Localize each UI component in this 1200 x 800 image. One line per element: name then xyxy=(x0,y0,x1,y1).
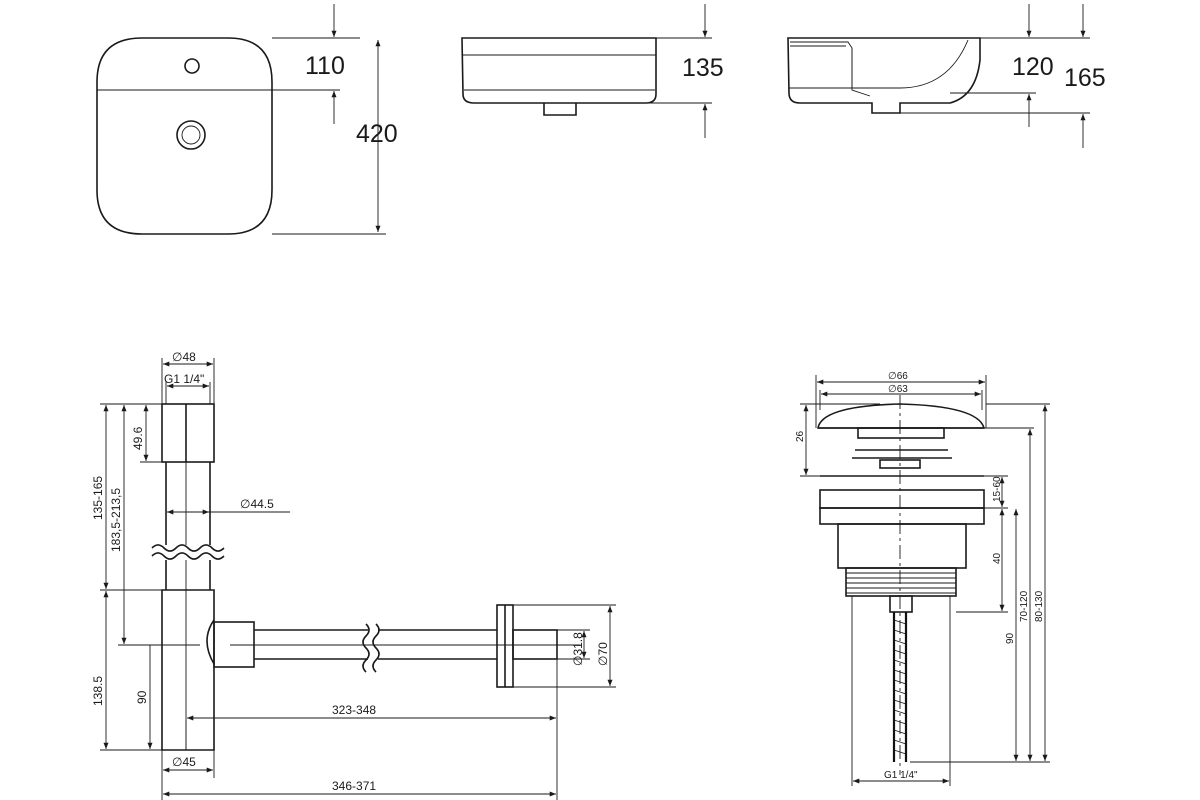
dim-183-213-label: 183,5-213,5 xyxy=(109,488,123,552)
dim-26-label: 26 xyxy=(795,430,806,442)
basin-front-view: 135 xyxy=(461,4,724,138)
dim-110-label: 110 xyxy=(305,52,345,80)
dim-120-label: 120 xyxy=(1012,53,1054,81)
dia-63-label: ∅63 xyxy=(888,384,908,395)
basin-side-view: 120 165 xyxy=(787,4,1106,148)
drain-hole-inner xyxy=(181,125,201,145)
dim-80-130-label: 80-130 xyxy=(1034,590,1045,622)
dim-70-120-label: 70-120 xyxy=(1019,590,1030,622)
dim-90-label: 90 xyxy=(135,690,149,704)
drain-hole-outer xyxy=(176,120,206,150)
basin-top-view: 110 420 xyxy=(96,4,398,235)
tap-hole xyxy=(184,58,200,74)
dim-49-6-label: 49.6 xyxy=(131,426,145,450)
dia-44-5-label: ∅44.5 xyxy=(240,497,274,511)
dia-66-label: ∅66 xyxy=(888,371,908,382)
dim-135-label: 135 xyxy=(682,54,724,82)
siphon-drawing: ∅48 G1 1/4" 49.6 135-165 183,5-213,5 ∅44… xyxy=(91,350,616,800)
dim-420-label: 420 xyxy=(356,120,398,148)
dia-45-label: ∅45 xyxy=(172,755,196,769)
dim-40-label: 40 xyxy=(992,552,1003,564)
dia-48-label: ∅48 xyxy=(172,350,196,364)
thread-lines xyxy=(846,572,956,594)
dim-15-60-label: 15-60 xyxy=(992,476,1003,502)
dia-70-label: ∅70 xyxy=(596,642,610,666)
dim-165-label: 165 xyxy=(1064,64,1106,92)
dim-90-drain-label: 90 xyxy=(1005,632,1016,644)
dim-138-5-label: 138.5 xyxy=(91,676,105,706)
dia-31-8-label: ∅31.8 xyxy=(571,632,585,666)
dim-135-165-label: 135-165 xyxy=(91,476,105,520)
dim-346-371-label: 346-371 xyxy=(332,779,376,793)
drain-drawing: ∅66 ∅63 26 15-60 40 90 70-120 80-130 G1 … xyxy=(795,371,1050,786)
siphon-thread-label: G1 1/4" xyxy=(164,372,204,386)
drain-thread-label: G1 1/4" xyxy=(884,770,918,781)
dim-323-348-label: 323-348 xyxy=(332,703,376,717)
